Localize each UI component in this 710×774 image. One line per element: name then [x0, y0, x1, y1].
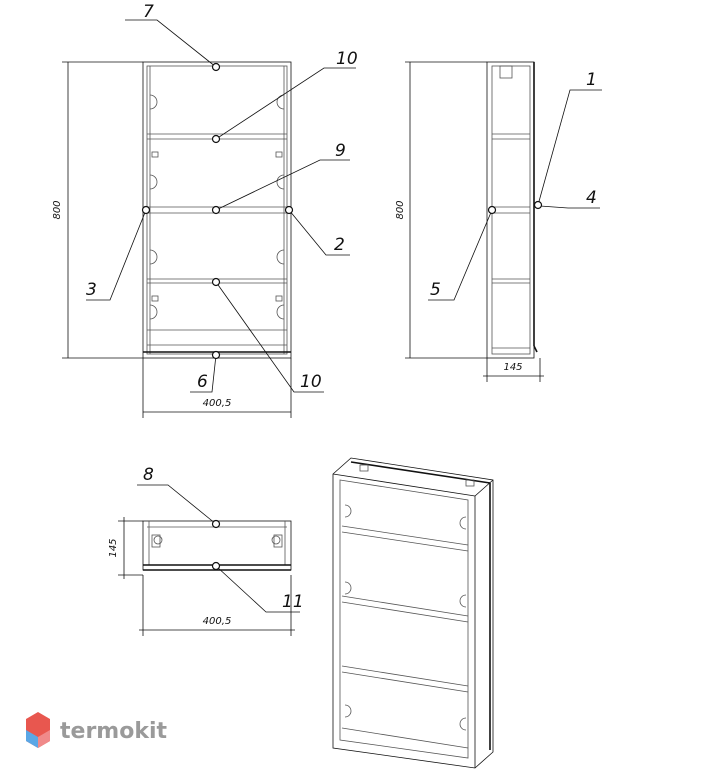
isometric-view: [332, 457, 494, 769]
brand-cube-blue-face: [26, 730, 38, 748]
termokit-logo: termokit: [26, 712, 167, 748]
top-depth-dimension: 145: [108, 538, 119, 557]
callout-label-7: 7: [143, 2, 154, 22]
callout-label-1: 1: [586, 70, 597, 90]
callout-points: [141, 62, 543, 571]
callout-label-3: 3: [86, 280, 97, 300]
callout-leaders: [86, 19, 602, 613]
brand-name: termokit: [60, 719, 167, 744]
callout-labels: 7 10 9 2 3 10 6 1 4 5 8 11: [86, 2, 597, 612]
callout-label-11: 11: [282, 592, 304, 612]
front-view: 800 400,5: [52, 61, 292, 418]
side-height-dimension: 800: [395, 200, 406, 219]
callout-label-6: 6: [197, 372, 208, 392]
top-view: 145 400,5: [108, 517, 295, 636]
callout-label-5: 5: [430, 280, 441, 300]
callout-label-8: 8: [143, 465, 154, 485]
callout-label-9: 9: [335, 141, 346, 161]
side-depth-dimension: 145: [503, 362, 522, 373]
top-width-dimension: 400,5: [203, 616, 232, 627]
callout-label-2: 2: [334, 235, 345, 255]
side-view: 800 145: [395, 61, 544, 382]
callout-label-4: 4: [586, 188, 597, 208]
front-height-dimension: 800: [52, 200, 63, 219]
callout-label-10-top: 10: [336, 49, 358, 69]
callout-label-10-bottom: 10: [300, 372, 322, 392]
brand-cube-pink-face: [38, 730, 50, 748]
front-width-dimension: 400,5: [203, 398, 232, 409]
